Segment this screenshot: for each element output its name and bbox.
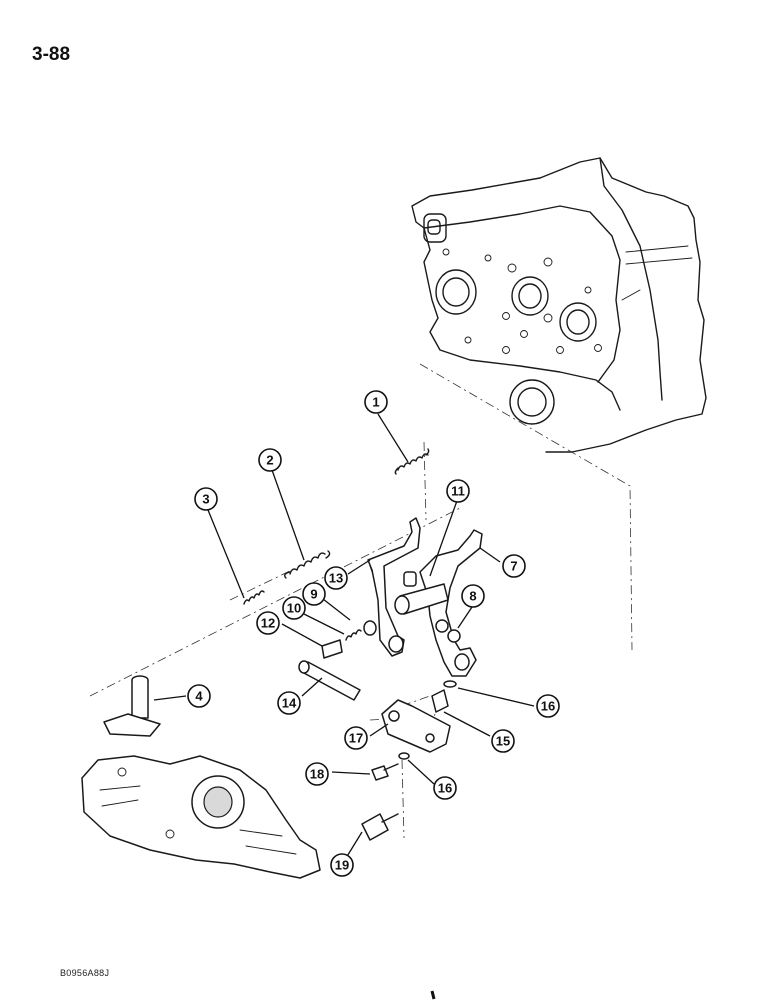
svg-text:16: 16: [438, 781, 452, 796]
callout-17: 17: [344, 726, 368, 750]
svg-text:19: 19: [335, 858, 349, 873]
callout-12: 12: [256, 611, 280, 635]
callout-10: 10: [282, 596, 306, 620]
svg-text:10: 10: [287, 601, 301, 616]
svg-text:9: 9: [310, 587, 317, 602]
lever-part-13: [367, 517, 421, 657]
spring-part-1: [394, 448, 430, 475]
svg-text:13: 13: [329, 571, 343, 586]
lower-housing: [81, 755, 321, 879]
callout-16-upper: 16: [536, 694, 560, 718]
svg-text:15: 15: [496, 734, 510, 749]
svg-text:12: 12: [261, 616, 275, 631]
svg-text:3: 3: [202, 492, 209, 507]
spring-part-2: [283, 550, 331, 579]
page-number: 3-88: [32, 44, 71, 65]
pin-part-14: [298, 660, 361, 701]
callout-3: 3: [194, 487, 218, 511]
engine-housing: [411, 157, 707, 453]
edge-mark: [430, 990, 436, 1000]
callout-2: 2: [258, 448, 282, 472]
svg-text:17: 17: [349, 731, 363, 746]
block-part-17: [381, 699, 451, 753]
leader-lines: [153, 413, 535, 859]
svg-text:8: 8: [469, 589, 476, 604]
washer-part-16-lower: [398, 752, 410, 760]
svg-text:11: 11: [451, 484, 465, 499]
svg-text:18: 18: [310, 767, 324, 782]
callout-14: 14: [277, 691, 301, 715]
callout-13: 13: [324, 566, 348, 590]
callout-8: 8: [461, 584, 485, 608]
callout-18: 18: [305, 762, 329, 786]
callout-16-lower: 16: [433, 776, 457, 800]
figure-code: B0956A88J: [60, 968, 110, 978]
svg-text:1: 1: [372, 395, 379, 410]
svg-text:14: 14: [282, 696, 297, 711]
plug-part-12: [321, 639, 343, 659]
pivot-shaft-part-4: [103, 675, 161, 737]
callout-19: 19: [330, 853, 354, 877]
callout-15: 15: [491, 729, 515, 753]
callout-4: 4: [187, 684, 211, 708]
svg-text:16: 16: [541, 699, 555, 714]
callout-9: 9: [302, 582, 326, 606]
callout-7: 7: [502, 554, 526, 578]
svg-text:7: 7: [510, 559, 517, 574]
bushing-part-8: [435, 619, 461, 643]
spring-part-10: [345, 629, 362, 641]
bolt-part-18: [371, 763, 399, 781]
washer-part-16-upper: [443, 680, 457, 688]
bolt-part-19: [361, 813, 399, 841]
bolt-part-15: [431, 689, 449, 713]
callout-11: 11: [446, 479, 470, 503]
spring-part-3: [243, 590, 265, 605]
svg-text:2: 2: [266, 453, 273, 468]
svg-text:4: 4: [195, 689, 203, 704]
plunger-part-9: [363, 620, 377, 636]
callout-1: 1: [364, 390, 388, 414]
